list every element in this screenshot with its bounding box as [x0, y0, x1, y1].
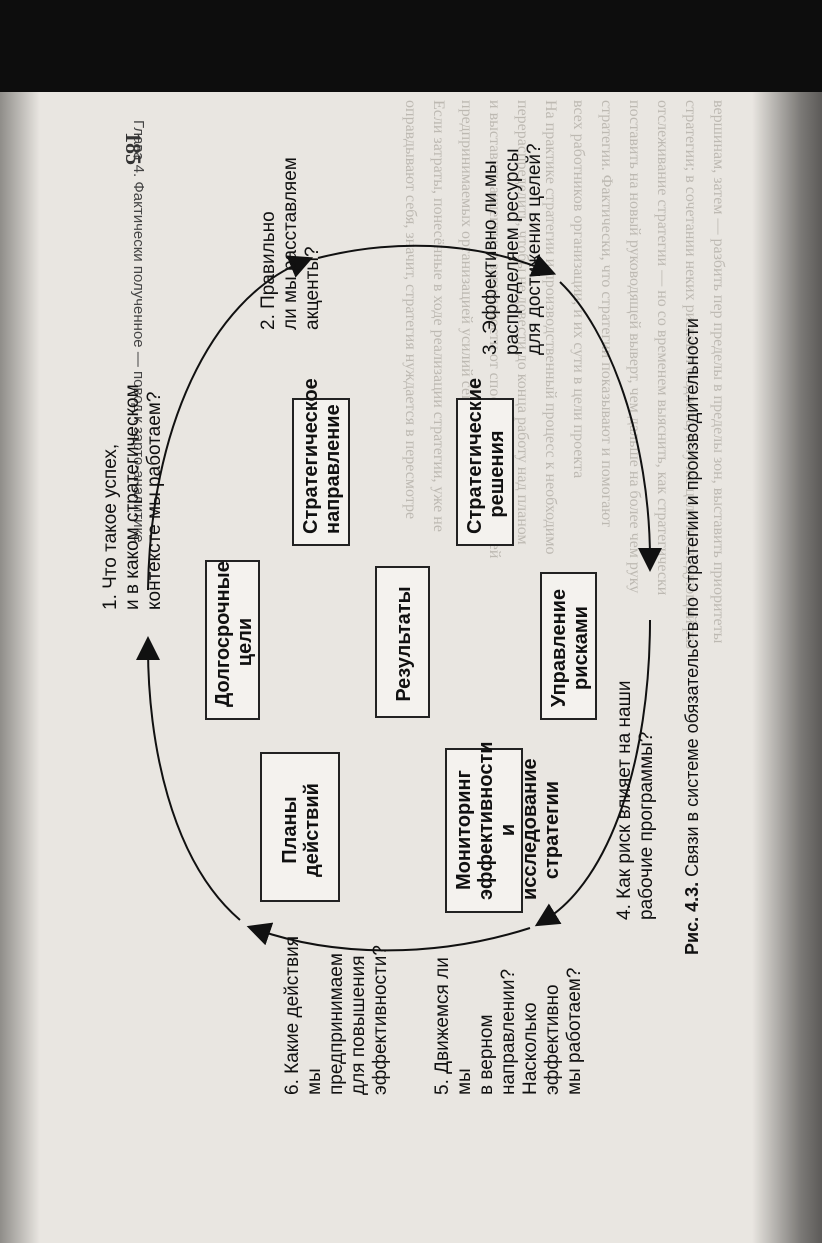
- figure-caption: Рис. 4.3. Связи в системе обязательств п…: [682, 225, 702, 955]
- box-action-plans: Планы действий: [260, 752, 340, 902]
- question-5: 5. Движемся ли мы в верном направлении? …: [432, 957, 585, 1095]
- question-6: 6. Какие действия мы предпринимаем для п…: [282, 936, 391, 1095]
- box-results: Результаты: [375, 566, 430, 718]
- page-edge-shadow: [752, 92, 822, 1243]
- figure-caption-label: Рис. 4.3.: [682, 881, 702, 955]
- scan-dark-border: [0, 0, 822, 92]
- arrow-6-1: [136, 636, 241, 921]
- question-4: 4. Как риск влияет на наши рабочие прогр…: [614, 680, 657, 920]
- box-strategic-direction: Стратегическое направление: [292, 378, 350, 546]
- arrow-2-3: [317, 244, 557, 277]
- arrow-3-4: [559, 281, 662, 572]
- arrow-1-2: [147, 255, 314, 591]
- box-action-plans-label: Планы действий: [279, 783, 323, 877]
- box-risk-management: Управление рисками: [540, 572, 597, 720]
- figure-caption-text: Связи в системе обязательств по стратеги…: [682, 318, 702, 877]
- box-monitoring-label: Мониторинг эффективности и исследование …: [453, 741, 563, 900]
- box-strategic-direction-label: Стратегическое направление: [300, 378, 344, 534]
- arrow-5-6: [246, 922, 531, 952]
- box-long-term-goals: Долгосрочные цели: [205, 560, 260, 720]
- box-risk-management-label: Управление рисками: [548, 588, 592, 708]
- question-3: 3. Эффективно ли мы распределяем ресурсы…: [480, 143, 545, 355]
- question-2: 2. Правильно ли мы расставляем акценты?: [258, 157, 323, 330]
- box-monitoring: Мониторинг эффективности и исследование …: [445, 741, 563, 913]
- arrow-4-5: [534, 619, 651, 927]
- page-gutter-shadow: [0, 92, 40, 1243]
- box-strategic-decisions: Стратегические решения: [456, 377, 514, 546]
- box-long-term-goals-label: Долгосрочные цели: [212, 561, 256, 707]
- box-strategic-decisions-label: Стратегические решения: [464, 377, 508, 534]
- box-results-label: Результаты: [393, 586, 415, 702]
- question-1: 1. Что такое успех, и в каком стратегиче…: [100, 384, 165, 610]
